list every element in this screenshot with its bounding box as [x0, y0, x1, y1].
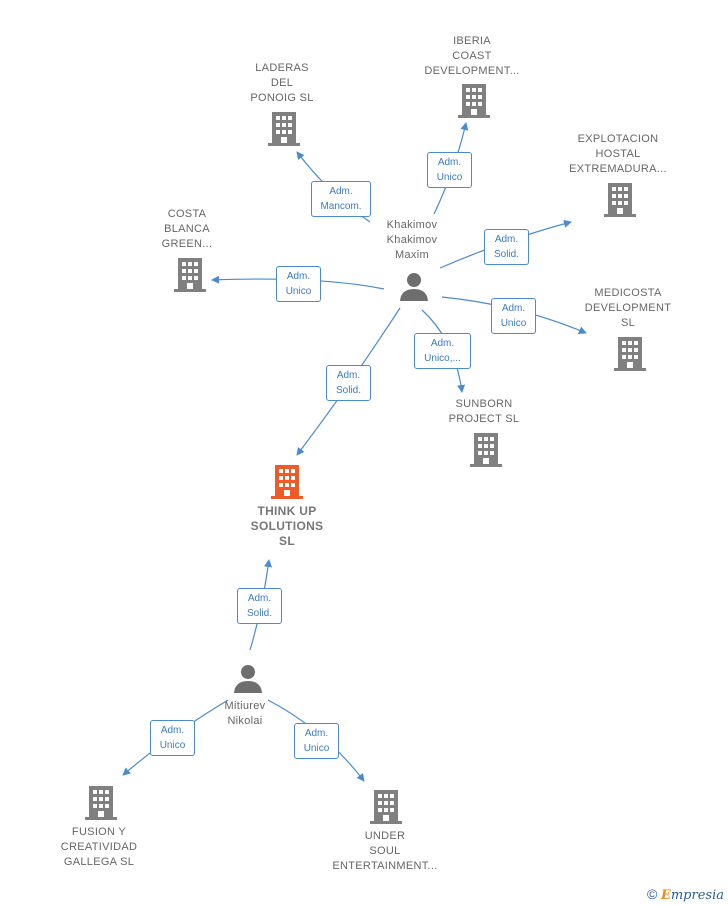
edge-label-costa: Adm. Unico [276, 266, 321, 302]
person-label-mitiurev[interactable]: Mitiurev Nikolai [224, 700, 266, 727]
edge-label-thinkup-m: Adm. Solid. [237, 588, 282, 624]
edge-label-fusion: Adm. Unico [150, 720, 195, 756]
footer-brand: © Empresia [647, 886, 724, 903]
company-label-thinkup[interactable]: THINK UP SOLUTIONS SL [250, 504, 324, 548]
copyright-symbol: © [646, 886, 658, 902]
edge-label-thinkup-k: Adm. Solid. [326, 365, 371, 401]
building-icon[interactable] [470, 433, 502, 467]
company-label-iberia[interactable]: IBERIA COAST DEVELOPMENT... [424, 35, 520, 77]
edge-label-under: Adm. Unico [294, 723, 339, 759]
person-icon[interactable] [399, 271, 429, 301]
edge-label-medicosta: Adm. Unico [491, 298, 536, 334]
company-label-laderas[interactable]: LADERAS DEL PONOIG SL [250, 62, 314, 104]
building-icon[interactable] [174, 258, 206, 292]
company-label-fusion[interactable]: FUSION Y CREATIVIDAD GALLEGA SL [60, 826, 138, 868]
edge-label-explotacion: Adm. Solid. [484, 229, 529, 265]
company-label-explotacion[interactable]: EXPLOTACION HOSTAL EXTREMADURA... [569, 133, 667, 175]
brand-logo: Empresia [661, 888, 724, 903]
company-label-sunborn[interactable]: SUNBORN PROJECT SL [448, 398, 520, 425]
building-icon[interactable] [458, 84, 490, 118]
building-icon[interactable] [614, 337, 646, 371]
company-label-under[interactable]: UNDER SOUL ENTERTAINMENT... [332, 830, 438, 872]
edge-label-iberia: Adm. Unico [427, 152, 472, 188]
person-icon[interactable] [233, 663, 263, 693]
building-icon[interactable] [370, 790, 402, 824]
brand-name: mpresia [670, 888, 724, 903]
company-label-costa[interactable]: COSTA BLANCA GREEN... [161, 208, 213, 250]
person-label-khakimov[interactable]: Khakimov Khakimov Maxim [386, 219, 438, 261]
edge-label-laderas: Adm. Mancom. [311, 181, 371, 217]
building-icon[interactable] [85, 786, 117, 820]
edge-label-sunborn: Adm. Unico,... [414, 333, 471, 369]
building-icon[interactable] [268, 112, 300, 146]
building-icon[interactable] [604, 183, 636, 217]
company-label-medicosta[interactable]: MEDICOSTA DEVELOPMENT SL [584, 287, 672, 329]
building-icon-highlighted[interactable] [271, 465, 303, 499]
brand-initial: E [660, 888, 671, 903]
